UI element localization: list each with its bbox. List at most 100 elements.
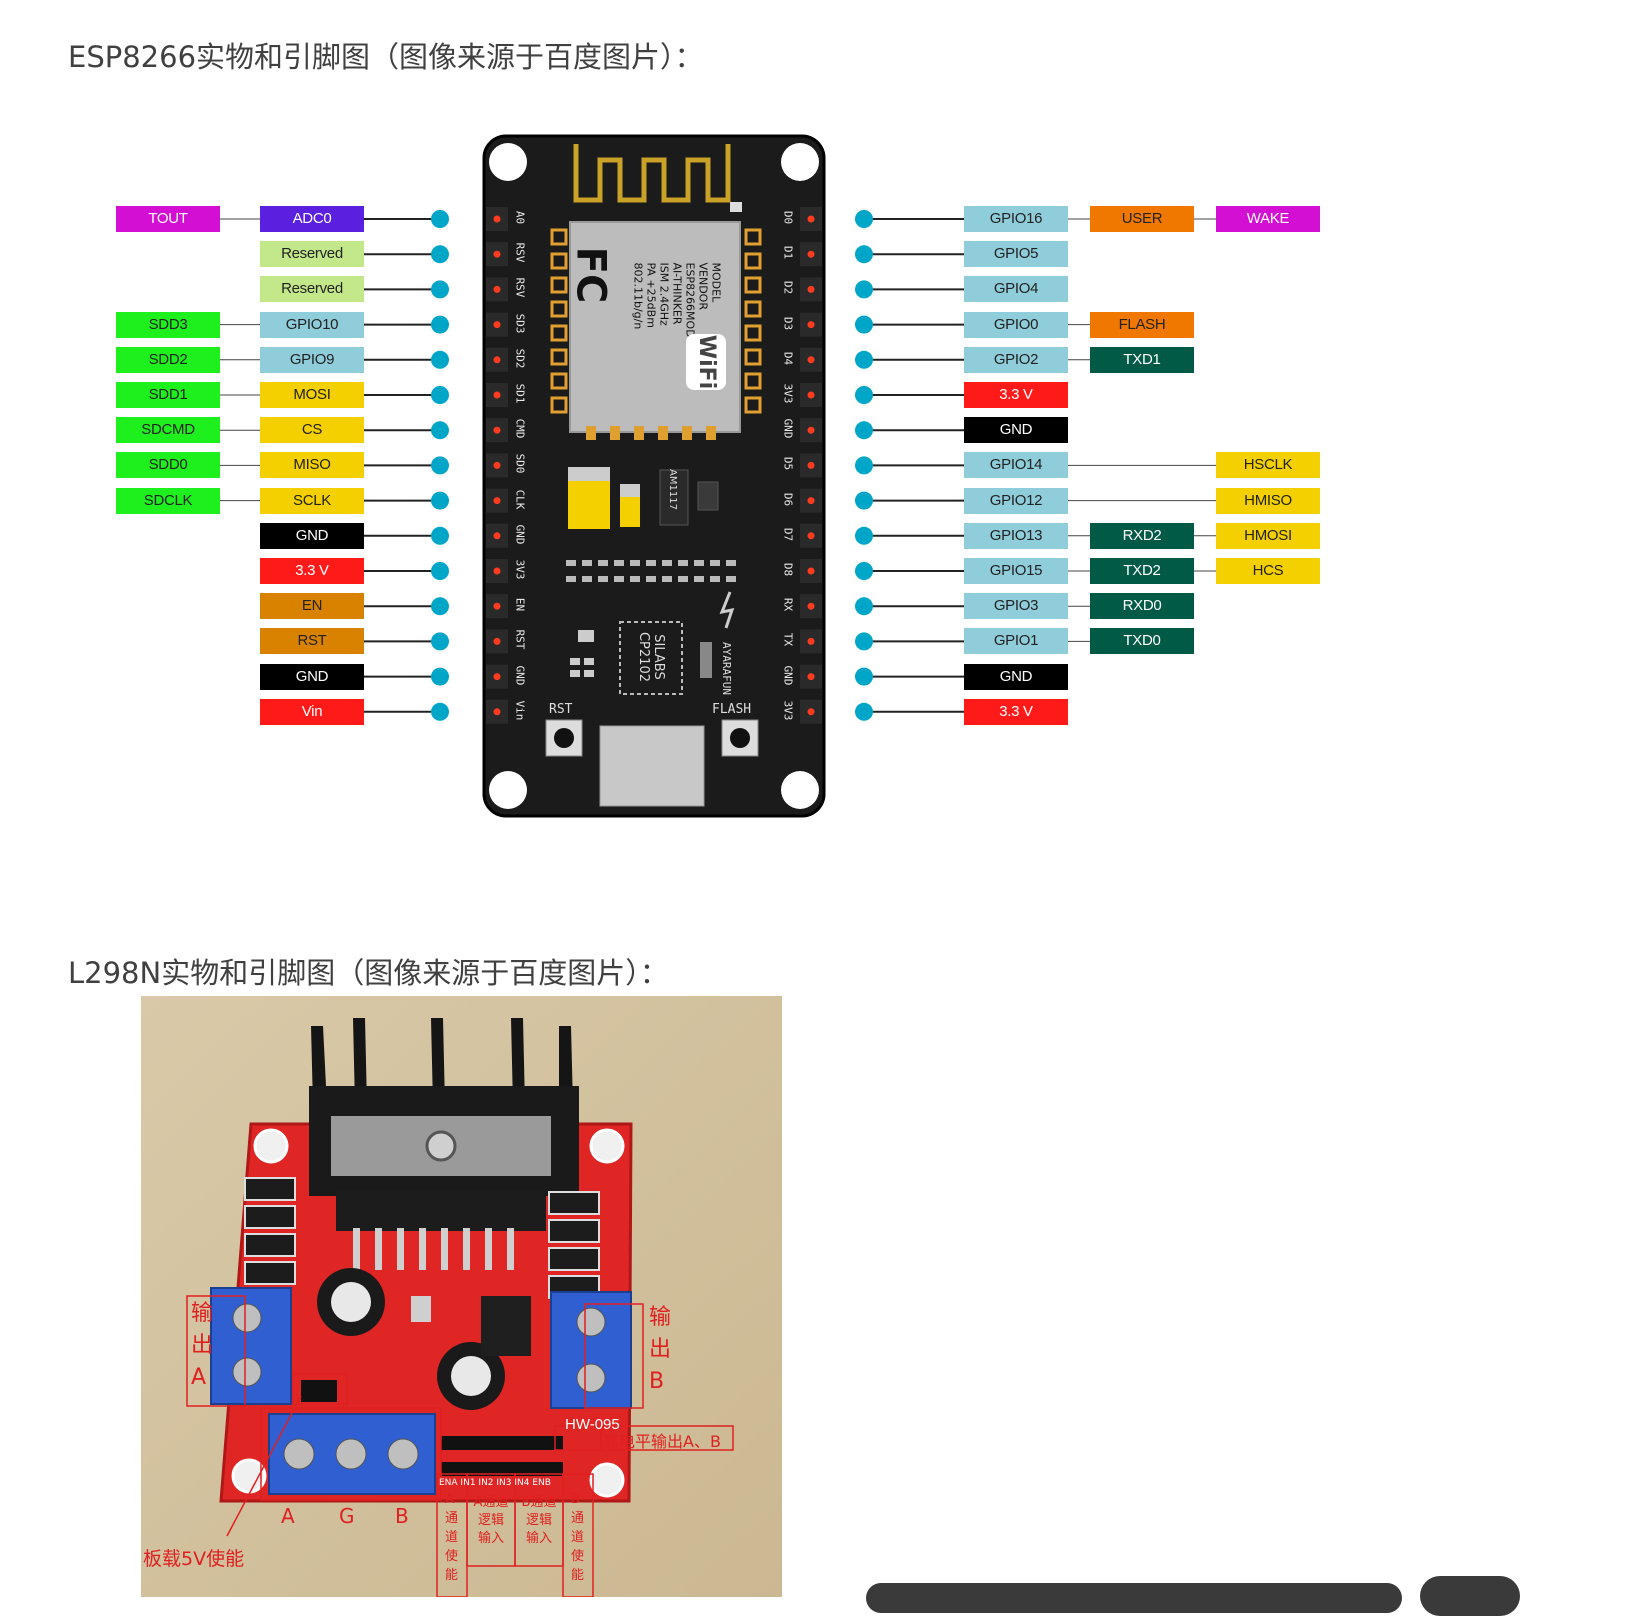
module-line: PA +25dBm	[644, 262, 658, 328]
pin-label-left-main: GND	[260, 663, 364, 690]
board-silkscreen-left: Vin	[513, 700, 527, 721]
ch-b-enable-char: 道	[571, 1530, 585, 1545]
pin-label-left-extra: SDD1	[116, 382, 220, 408]
pin-label-left-extra: SDCMD	[116, 417, 220, 444]
pin-label-right-third: HSCLK	[1216, 452, 1320, 479]
pin-label-left-extra: SDD0	[116, 452, 220, 479]
ch-b-enable-char: 能	[571, 1568, 585, 1583]
left-header-pin	[493, 602, 501, 610]
smd-component	[598, 576, 608, 582]
smd-component	[614, 576, 624, 582]
right-pin-dot	[855, 526, 873, 545]
ic-leg	[485, 1228, 492, 1270]
smd-component	[726, 576, 736, 582]
left-pin-dot	[431, 491, 449, 510]
ic-leg	[397, 1228, 404, 1270]
ch-b-logic-label: B通道 逻辑 输入	[517, 1494, 561, 1548]
right-header-pin	[807, 567, 815, 575]
output-b-label: 输 出 B	[649, 1302, 671, 1398]
pin-label-right-main: GPIO12	[964, 487, 1068, 514]
ch-a-enable-label: A 通 道 使 能	[445, 1490, 458, 1585]
smd-component	[566, 560, 576, 566]
module-pad	[744, 276, 762, 294]
pin-label-right-second: TXD2	[1090, 558, 1194, 584]
module-pad	[744, 252, 762, 270]
ch-a-enable-char: 道	[445, 1530, 459, 1545]
pin-label-left-main: Reserved	[260, 276, 364, 303]
pin-label-left-main: 3.3 V	[260, 558, 364, 584]
right-pin-dot	[855, 315, 873, 334]
ch-a-logic-line: 逻辑	[477, 1513, 504, 1528]
esp-heading: ESP8266实物和引脚图（图像来源于百度图片）：	[68, 40, 704, 74]
board-silkscreen-left: GND	[513, 524, 527, 545]
floating-action-button[interactable]	[1420, 1576, 1520, 1616]
right-pin-dot	[855, 702, 873, 721]
pin-label-right-third: HMOSI	[1216, 522, 1320, 549]
board-silkscreen-right: RX	[781, 598, 795, 612]
wifi-logo: WiFi	[686, 334, 726, 390]
right-pin-dot	[855, 632, 873, 651]
right-header-pin	[807, 497, 815, 505]
module-pad	[550, 396, 568, 414]
left-pin-dot	[431, 210, 449, 228]
right-header-pin	[807, 321, 815, 329]
right-header-pin	[807, 461, 815, 469]
pin-label-left-main: Vin	[260, 698, 364, 725]
pin-label-right-main: GPIO14	[964, 452, 1068, 479]
right-header-pin	[807, 215, 815, 223]
onboard-5v-label: 板载5V使能	[143, 1548, 245, 1570]
ch-a-logic-label: A通道 逻辑 输入	[469, 1494, 513, 1548]
pin-label-right-main: GND	[964, 417, 1068, 444]
pin-label-left-main: GPIO10	[260, 311, 364, 338]
module-bottom-pad	[634, 426, 644, 440]
pin-label-right-main: GPIO4	[964, 276, 1068, 303]
smd-component	[662, 576, 672, 582]
output-b-char: 输	[649, 1305, 672, 1330]
board-silkscreen-right: D4	[781, 351, 795, 365]
pin-label-right-main: GPIO0	[964, 311, 1068, 338]
header-pin-labels: ENA IN1 IN2 IN3 IN4 ENB	[439, 1478, 551, 1488]
ch-a-enable-char: 使	[445, 1549, 459, 1564]
terminal-label-b: B	[395, 1504, 409, 1528]
module-pad	[550, 252, 568, 270]
right-header-pin	[807, 602, 815, 610]
ch-a-logic-line: 输入	[477, 1531, 504, 1546]
pin-label-right-main: GPIO1	[964, 628, 1068, 655]
board-silkscreen-left: 3V3	[513, 559, 527, 580]
right-header-pin	[807, 391, 815, 399]
pin-label-right-main: GPIO3	[964, 593, 1068, 620]
left-pin-dot	[431, 667, 449, 686]
pin-label-right-third: HCS	[1216, 558, 1320, 584]
left-pin-dot	[431, 456, 449, 475]
right-header-pin	[807, 285, 815, 293]
pin-label-right-second: RXD0	[1090, 593, 1194, 620]
left-header-pin	[493, 356, 501, 364]
left-header-pin	[493, 461, 501, 469]
pin-label-right-third: WAKE	[1216, 206, 1320, 232]
board-silkscreen-right: 3V3	[781, 383, 795, 404]
left-header-pin	[493, 567, 501, 575]
board-silkscreen-left: CMD	[513, 418, 527, 439]
pin-label-right-main: GND	[964, 663, 1068, 690]
left-pin-dot	[431, 597, 449, 616]
pin-label-left-main: ADC0	[260, 206, 364, 232]
ic-leg	[463, 1228, 470, 1270]
pin-label-right-second: TXD0	[1090, 628, 1194, 655]
board-silkscreen-right: D6	[781, 492, 795, 506]
smd-component	[630, 576, 640, 582]
output-b-char: B	[649, 1369, 665, 1394]
ch-a-enable-char: A	[445, 1492, 454, 1507]
module-pad	[744, 348, 762, 366]
module-pad	[550, 276, 568, 294]
module-fcc-logo: FC	[567, 246, 614, 304]
smd-component	[678, 576, 688, 582]
floating-toolbar[interactable]	[866, 1583, 1402, 1613]
module-bottom-pad	[706, 426, 716, 440]
smd-component	[566, 576, 576, 582]
module-bottom-pad	[682, 426, 692, 440]
pin-label-right-main: GPIO16	[964, 206, 1068, 232]
right-header-pin	[807, 532, 815, 540]
board-silkscreen-left: SD3	[513, 313, 527, 334]
smd-component	[646, 560, 656, 566]
module-pad	[550, 300, 568, 318]
